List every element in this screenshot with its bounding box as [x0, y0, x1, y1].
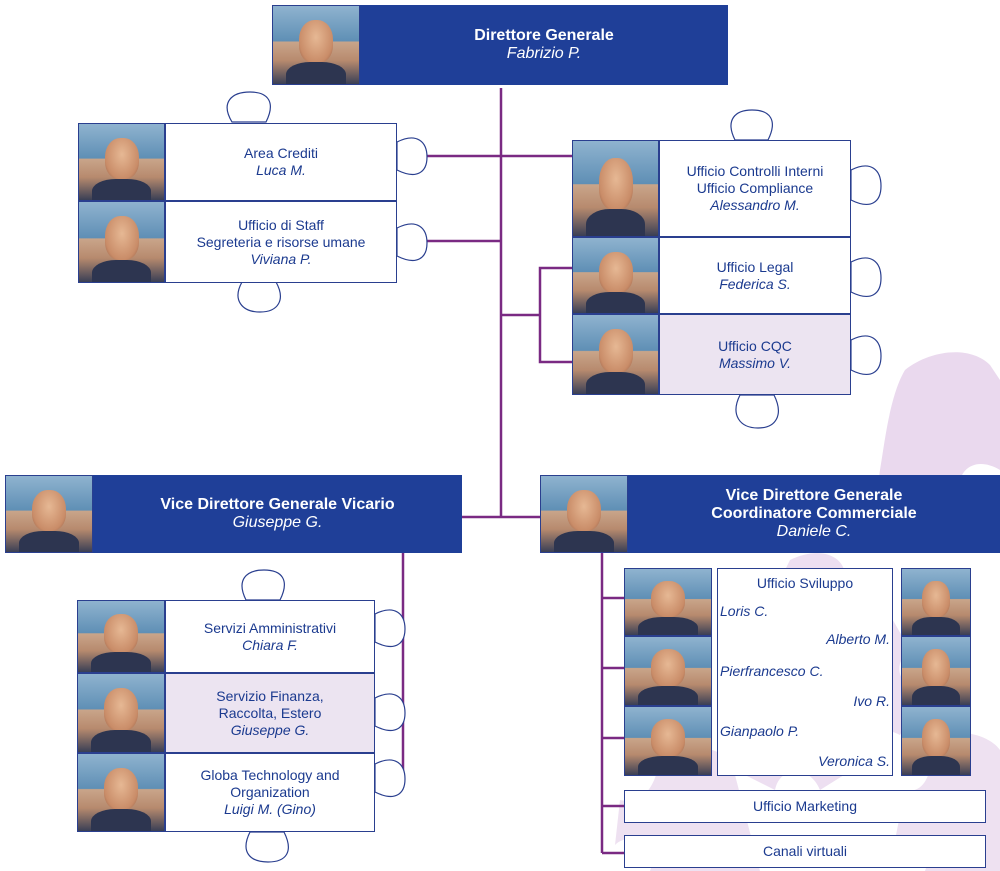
unit-title: Ufficio CQC — [718, 337, 792, 354]
unit-person-name: Chiara F. — [242, 636, 298, 653]
commerciale-title-line2: Coordinatore Commerciale — [711, 505, 917, 522]
sviluppo-member: Veronica S. — [818, 753, 890, 769]
unit-title-line2: Organization — [230, 784, 310, 800]
sviluppo-photo-0 — [624, 568, 712, 636]
staff-left-photo-0 — [78, 123, 165, 201]
marketing-label: Ufficio Marketing — [752, 798, 857, 814]
staff-left-box-area-crediti: Area Crediti Luca M. — [165, 123, 397, 201]
sviluppo-photo-2 — [624, 706, 712, 776]
director-header: Direttore Generale Fabrizio P. — [360, 5, 728, 85]
director-photo — [272, 5, 360, 85]
unit-title: Area Crediti — [244, 145, 318, 161]
vicario-unit-box-amministrativi: Servizi Amministrativi Chiara F. — [165, 600, 375, 673]
vicario-title: Vice Direttore Generale Vicario — [160, 496, 395, 513]
staff-right-box-controlli: Ufficio Controlli Interni Ufficio Compli… — [659, 140, 851, 237]
vicario-name: Giuseppe G. — [232, 514, 323, 531]
staff-left-photo-1 — [78, 201, 165, 283]
unit-title-line2: Ufficio Compliance — [696, 180, 814, 196]
unit-person-name: Giuseppe G. — [230, 721, 310, 738]
director-name: Fabrizio P. — [506, 45, 582, 62]
unit-title: Ufficio Legal — [716, 258, 794, 275]
unit-person-name: Luca M. — [256, 162, 306, 178]
unit-person-name: Federica S. — [719, 275, 791, 292]
vicario-header: Vice Direttore Generale Vicario Giuseppe… — [93, 475, 462, 553]
staff-right-photo-0 — [572, 140, 659, 237]
director-title: Direttore Generale — [474, 27, 614, 44]
unit-title: Globa Technology and — [200, 767, 340, 783]
unit-title: Ufficio Controlli Interni — [686, 163, 824, 179]
staff-right-photo-2 — [572, 314, 659, 395]
sviluppo-title: Ufficio Sviluppo — [756, 575, 854, 591]
sviluppo-photo-4 — [901, 636, 971, 706]
staff-left-box-ufficio-staff: Ufficio di Staff Segreteria e risorse um… — [165, 201, 397, 283]
unit-title-line2: Segreteria e risorse umane — [196, 233, 366, 250]
commerciale-photo — [540, 475, 628, 553]
unit-person-name: Viviana P. — [250, 250, 312, 267]
marketing-box: Ufficio Marketing — [624, 790, 986, 823]
unit-person-name: Alessandro M. — [710, 197, 800, 213]
sviluppo-member: Loris C. — [720, 603, 769, 619]
sviluppo-member: Gianpaolo P. — [720, 723, 800, 739]
sviluppo-photo-5 — [901, 706, 971, 776]
vicario-unit-photo-0 — [77, 600, 165, 673]
vicario-unit-box-technology: Globa Technology and Organization Luigi … — [165, 753, 375, 832]
commerciale-name: Daniele C. — [776, 523, 852, 540]
unit-title: Servizio Finanza, — [216, 687, 324, 704]
sviluppo-box: Ufficio Sviluppo Loris C. Alberto M. Pie… — [717, 568, 893, 776]
unit-title: Servizi Amministrativi — [203, 619, 337, 636]
staff-right-photo-1 — [572, 237, 659, 314]
sviluppo-photo-3 — [901, 568, 971, 636]
commerciale-title-line1: Vice Direttore Generale — [725, 487, 903, 504]
unit-person-name: Luigi M. (Gino) — [224, 801, 316, 817]
sviluppo-member: Pierfrancesco C. — [720, 663, 824, 679]
vicario-photo — [5, 475, 93, 553]
vicario-unit-box-finanza: Servizio Finanza, Raccolta, Estero Giuse… — [165, 673, 375, 753]
sviluppo-photo-1 — [624, 636, 712, 706]
canali-label: Canali virtuali — [762, 843, 848, 859]
staff-right-box-cqc: Ufficio CQC Massimo V. — [659, 314, 851, 395]
vicario-unit-photo-2 — [77, 753, 165, 832]
canali-box: Canali virtuali — [624, 835, 986, 868]
sviluppo-member: Ivo R. — [853, 693, 890, 709]
commerciale-header: Vice Direttore Generale Coordinatore Com… — [628, 475, 1000, 553]
unit-title: Ufficio di Staff — [238, 216, 324, 233]
sviluppo-member: Alberto M. — [826, 631, 890, 647]
staff-right-box-legal: Ufficio Legal Federica S. — [659, 237, 851, 314]
unit-person-name: Massimo V. — [718, 354, 792, 371]
unit-title-line2: Raccolta, Estero — [218, 704, 322, 721]
vicario-unit-photo-1 — [77, 673, 165, 753]
